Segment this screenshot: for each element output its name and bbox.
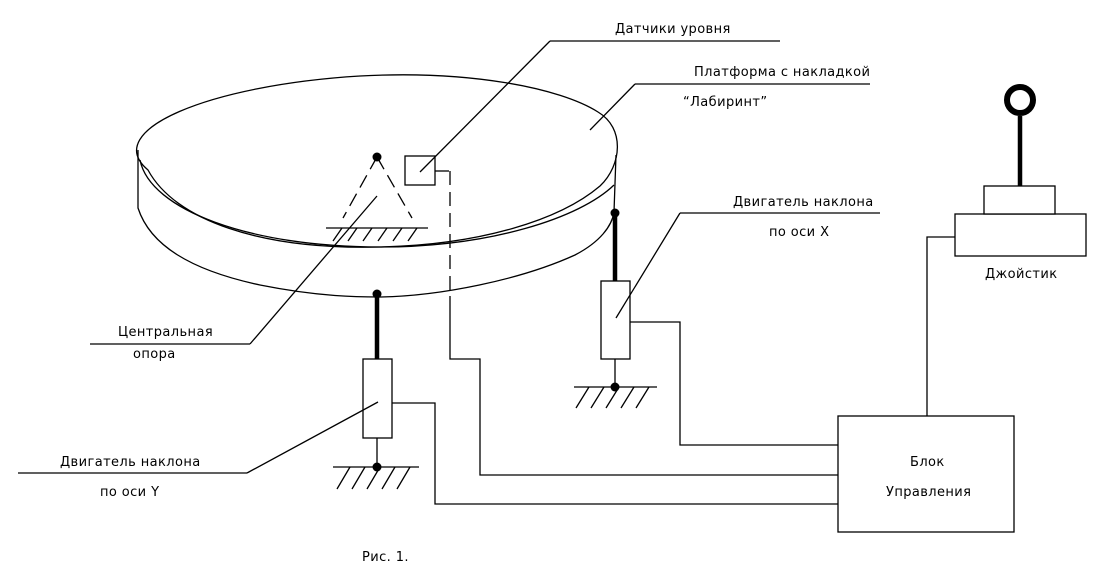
control-unit-label-line2: Управления (886, 485, 971, 500)
motor-y-body (362, 358, 393, 439)
platform-top-surface (135, 74, 619, 248)
joystick-label: Джойстик (985, 267, 1058, 282)
motor-x-label-line1: Двигатель наклона (733, 195, 874, 210)
motor-x (574, 208, 657, 409)
platform-front-edge (139, 159, 615, 248)
joystick: Джойстик (954, 84, 1087, 282)
control-unit: Блок Управления (837, 415, 1015, 533)
platform (135, 74, 619, 298)
motor-x-wire (630, 321, 838, 446)
motor-x-label-line2: по оси X (769, 225, 829, 240)
joystick-wire (926, 236, 955, 416)
control-unit-box (837, 415, 1015, 533)
joystick-base (954, 213, 1087, 257)
central-support-ground-hatch (332, 227, 418, 242)
motor-x-body (600, 280, 631, 360)
central-support (326, 152, 428, 242)
motor-y-wire (392, 402, 838, 505)
motor-y (333, 289, 419, 490)
central-support-callout: Центральная опора (90, 195, 378, 362)
sensor-wire (449, 296, 838, 476)
motor-y-ground-hatch (336, 466, 411, 490)
level-sensor-box (404, 155, 436, 186)
motor-x-callout: Двигатель наклона по оси X (615, 195, 880, 319)
joystick-ring-icon (1004, 84, 1036, 116)
platform-label-line2: “Лабиринт” (683, 95, 767, 110)
motor-x-ground-hatch (575, 386, 650, 409)
motor-y-callout: Двигатель наклона по оси Y (18, 401, 379, 500)
central-support-label-line2: опора (133, 347, 176, 362)
figure-caption: Рис. 1. (362, 550, 409, 565)
platform-rim-right (379, 154, 617, 298)
central-support-label-line1: Центральная (118, 325, 213, 340)
platform-callout: Платформа с накладкой “Лабиринт” (589, 65, 870, 131)
motor-y-label-line2: по оси Y (100, 485, 159, 500)
wiring (392, 170, 955, 505)
level-sensors-callout: Датчики уровня (419, 22, 780, 173)
joystick-housing (983, 185, 1056, 215)
platform-label-line1: Платформа с накладкой (694, 65, 870, 80)
platform-rim-left (137, 150, 381, 298)
motor-y-label-line1: Двигатель наклона (60, 455, 201, 470)
level-sensors-label: Датчики уровня (615, 22, 731, 37)
control-unit-label-line1: Блок (910, 455, 945, 470)
